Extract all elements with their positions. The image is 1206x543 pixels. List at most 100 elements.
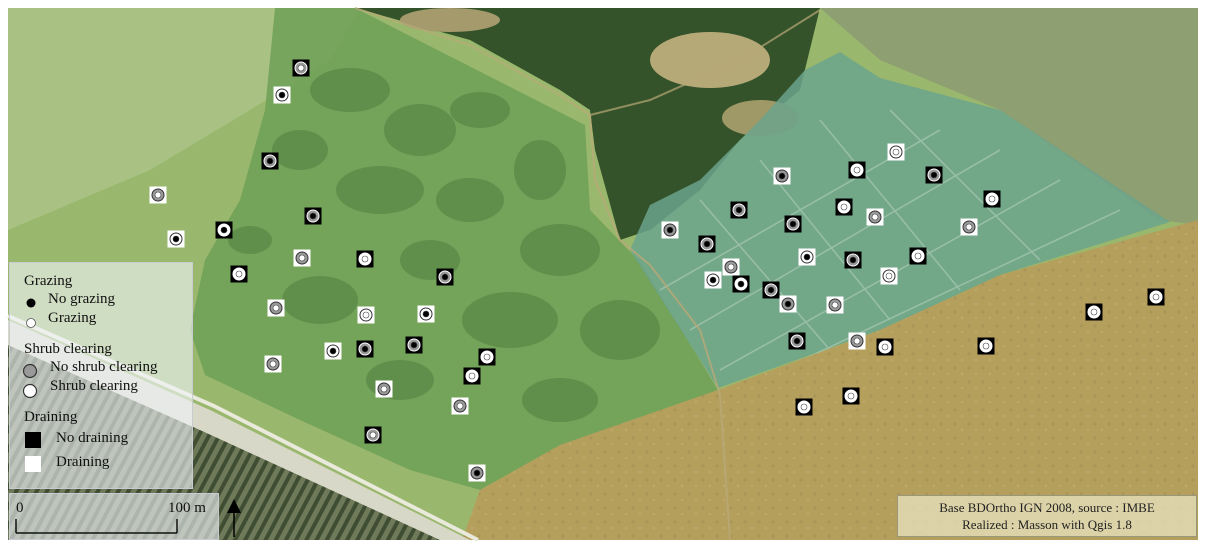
grazing-marker xyxy=(441,273,449,281)
grazing-marker xyxy=(847,392,855,400)
scale-bar: 0 100 m xyxy=(9,493,219,540)
sampling-point xyxy=(866,208,884,226)
grazing-marker xyxy=(456,402,464,410)
sampling-point xyxy=(149,186,167,204)
grazing-marker xyxy=(483,353,491,361)
sampling-points xyxy=(149,59,1165,482)
sampling-point xyxy=(795,398,813,416)
sampling-point xyxy=(960,218,978,236)
grazing-marker xyxy=(703,240,711,248)
grazing-marker xyxy=(309,212,317,220)
grazing-marker xyxy=(789,220,797,228)
zone-blue xyxy=(630,52,1170,388)
grazing-marker xyxy=(793,337,801,345)
grazing-marker xyxy=(737,280,745,288)
sampling-point xyxy=(983,190,1001,208)
sampling-point xyxy=(451,397,469,415)
grazing-marker xyxy=(930,171,938,179)
sampling-point xyxy=(788,332,806,350)
grazing-marker xyxy=(298,254,306,262)
forest-clearing xyxy=(400,8,500,32)
sampling-point xyxy=(463,367,481,385)
grazing-marker xyxy=(871,213,879,221)
track xyxy=(354,7,821,117)
sampling-point xyxy=(732,275,750,293)
sampling-point xyxy=(478,348,496,366)
north-arrow-icon xyxy=(227,499,241,537)
sampling-point xyxy=(848,161,866,179)
sampling-point xyxy=(773,167,791,185)
sampling-point xyxy=(417,305,435,323)
sampling-point xyxy=(357,306,375,324)
sampling-point xyxy=(826,296,844,314)
grazing-marker xyxy=(881,343,889,351)
sampling-point xyxy=(977,337,995,355)
grazing-marker xyxy=(361,255,369,263)
sampling-point xyxy=(264,355,282,373)
sampling-point xyxy=(704,271,722,289)
sampling-point xyxy=(925,166,943,184)
sampling-point xyxy=(304,207,322,225)
sampling-point xyxy=(784,215,802,233)
drain-grid xyxy=(659,109,1121,381)
shrub-patches xyxy=(228,68,660,422)
sampling-point xyxy=(1085,303,1103,321)
grazing-marker xyxy=(778,172,786,180)
sampling-point xyxy=(468,464,486,482)
legend-no-grazing: No grazing xyxy=(48,291,116,307)
credits-box: Base BDOrtho IGN 2008, source : IMBE Rea… xyxy=(897,495,1197,537)
legend-shrub-clearing: Shrub clearing xyxy=(50,378,138,394)
legend-shrub-title: Shrub clearing xyxy=(24,341,112,357)
grazing-marker xyxy=(885,272,893,280)
grazing-marker xyxy=(297,64,305,72)
sampling-point xyxy=(698,235,716,253)
grazing-marker xyxy=(235,270,243,278)
grazing-symbol xyxy=(26,318,36,328)
legend-no-shrub-clearing: No shrub clearing xyxy=(50,359,158,375)
sampling-point xyxy=(835,198,853,216)
credits-line-2: Realized : Masson with Qgis 1.8 xyxy=(962,517,1132,532)
sampling-point xyxy=(261,152,279,170)
scale-end-label: 100 m xyxy=(168,500,206,516)
sampling-point xyxy=(848,332,866,350)
grazing-marker xyxy=(410,341,418,349)
grazing-marker xyxy=(784,300,792,308)
shrub-clearing-symbol xyxy=(22,383,38,399)
grazing-marker xyxy=(892,148,900,156)
grazing-marker xyxy=(803,253,811,261)
zone-brown-texture xyxy=(462,220,1198,540)
sampling-point xyxy=(909,247,927,265)
grazing-marker xyxy=(727,263,735,271)
grazing-marker xyxy=(154,191,162,199)
grazing-marker xyxy=(172,235,180,243)
sampling-point xyxy=(887,143,905,161)
grazing-marker xyxy=(380,385,388,393)
grazing-marker xyxy=(853,166,861,174)
grazing-marker xyxy=(266,157,274,165)
grazing-marker xyxy=(982,342,990,350)
grazing-marker xyxy=(849,256,857,264)
sampling-point xyxy=(880,267,898,285)
sampling-point xyxy=(779,295,797,313)
grazing-marker xyxy=(988,195,996,203)
grazing-marker xyxy=(272,304,280,312)
grazing-marker xyxy=(278,91,286,99)
grazing-marker xyxy=(840,203,848,211)
grazing-marker xyxy=(735,206,743,214)
sampling-point xyxy=(230,265,248,283)
sampling-point xyxy=(375,380,393,398)
grazing-marker xyxy=(767,286,775,294)
legend-grazing-title: Grazing xyxy=(24,273,73,289)
sampling-point xyxy=(273,86,291,104)
field-right xyxy=(820,8,1198,225)
sampling-point xyxy=(405,336,423,354)
sampling-point xyxy=(876,338,894,356)
sampling-point xyxy=(364,426,382,444)
sampling-point xyxy=(661,221,679,239)
sampling-point xyxy=(842,387,860,405)
sampling-point xyxy=(167,230,185,248)
grazing-marker xyxy=(914,252,922,260)
sampling-point xyxy=(356,250,374,268)
sampling-point xyxy=(267,299,285,317)
